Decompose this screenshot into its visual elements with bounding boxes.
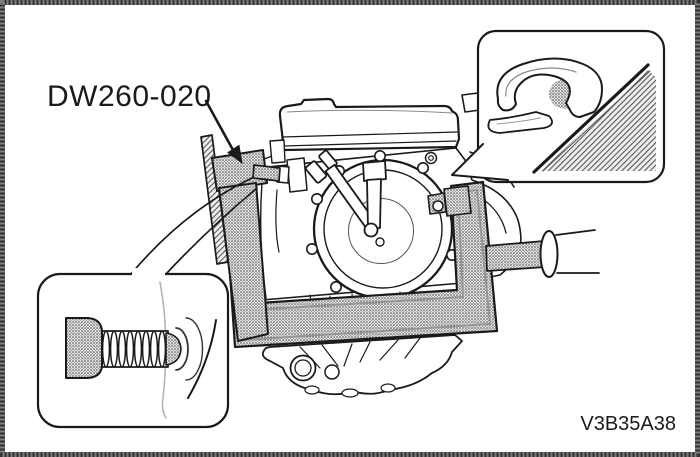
support-bar-handle xyxy=(485,229,600,278)
leader-cone-lines xyxy=(130,177,258,275)
callout-hook-detail xyxy=(451,29,666,184)
callout-bolt-detail xyxy=(36,268,230,429)
arrow-down-right-icon xyxy=(204,99,243,165)
transmission-drawing xyxy=(261,334,463,398)
tool-label: DW260-020 xyxy=(47,80,212,113)
tool-bracket xyxy=(200,134,308,342)
tool-label-group: DW260-020 xyxy=(47,80,243,165)
tool-bolt xyxy=(252,164,290,184)
figure-code: V3B35A38 xyxy=(580,413,676,435)
